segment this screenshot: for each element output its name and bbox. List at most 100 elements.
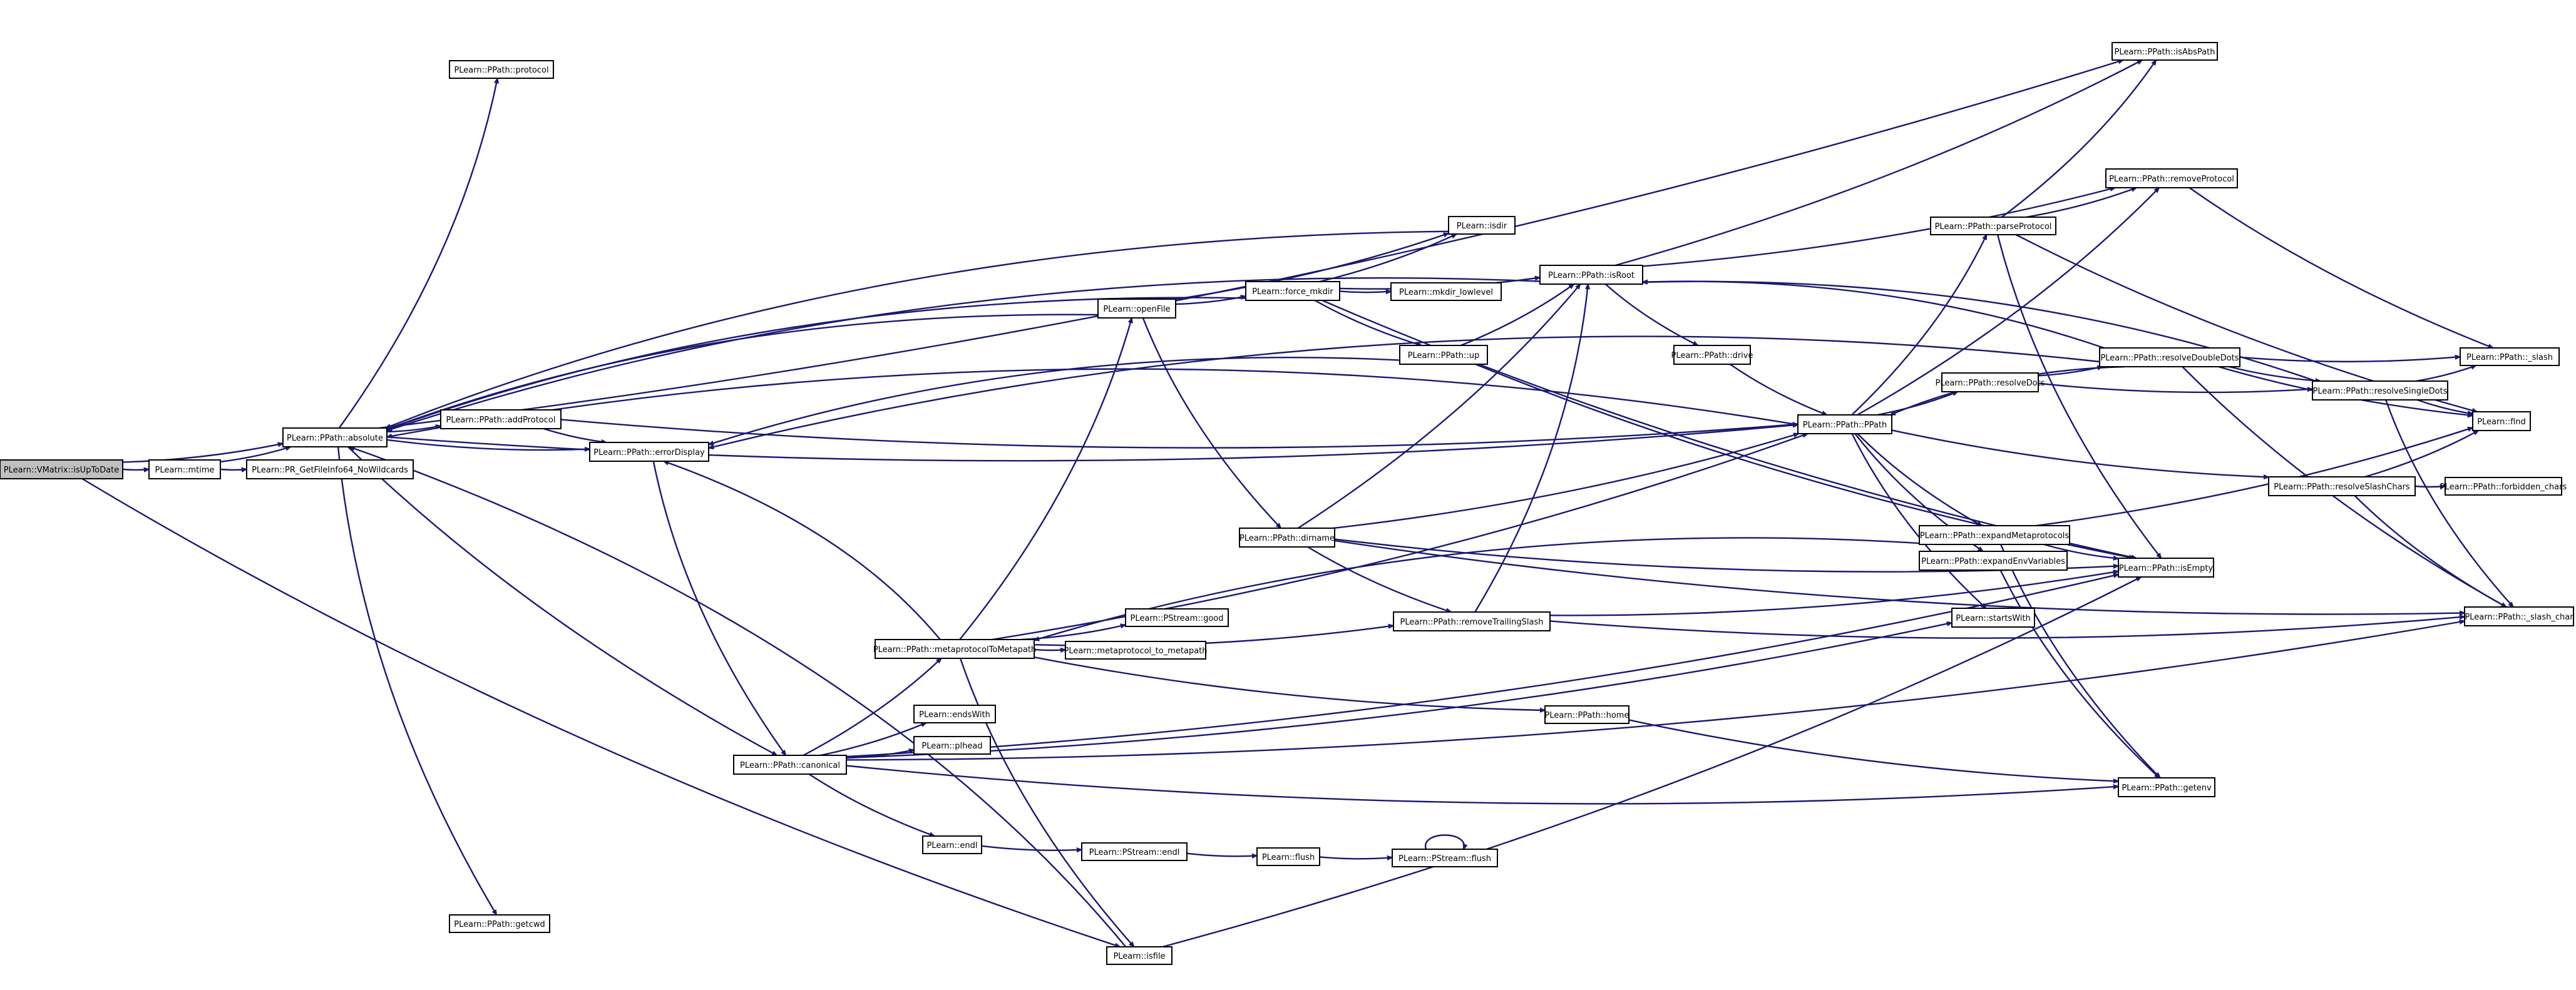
- edge-line: [1339, 291, 1391, 292]
- edge-line: [709, 335, 2100, 449]
- node-plearn-pr-getfileinfo64-nowildcards[interactable]: PLearn::PR_GetFileInfo64_NoWildcards: [246, 459, 414, 479]
- node-plearn-mtime[interactable]: PLearn::mtime: [148, 459, 221, 479]
- node-box: [2464, 606, 2574, 626]
- node-label: PLearn::endsWith: [919, 710, 990, 720]
- edge-line: [1549, 616, 2465, 639]
- edge-plearn-ppath-up-to-plearn-ppath-isroot: [1460, 284, 1574, 347]
- node-plearn-ppath-canonical[interactable]: PLearn::PPath::canonical: [733, 755, 847, 775]
- node-box: [1081, 842, 1188, 861]
- node-label: PLearn::PPath::getcwd: [454, 920, 545, 929]
- node-plearn-ppath-resolvedoubledots[interactable]: PLearn::PPath::resolveDoubleDots: [2099, 347, 2240, 367]
- node-plearn-ppath-protocol[interactable]: PLearn::PPath::protocol: [449, 60, 554, 79]
- node-label: PLearn::PPath::resolveDots: [1935, 379, 2045, 388]
- node-plearn-ppath-slash-char[interactable]: PLearn::PPath::_slash_char: [2464, 606, 2574, 626]
- node-label: PLearn::isdir: [1457, 222, 1507, 231]
- node-plearn-ppath-home[interactable]: PLearn::PPath::home: [1544, 705, 1629, 724]
- node-plearn-ppath-resolveslashchars[interactable]: PLearn::PPath::resolveSlashChars: [2268, 476, 2416, 496]
- node-plearn-ppath-slash[interactable]: PLearn::PPath::_slash: [2460, 347, 2560, 366]
- edge-line: [1549, 571, 2118, 616]
- node-box: [1941, 372, 2039, 392]
- node-label: PLearn::find: [2477, 417, 2526, 427]
- node-plearn-flush[interactable]: PLearn::flush: [1256, 847, 1320, 866]
- edge-line: [1319, 857, 1392, 859]
- node-plearn-ppath-removetrailingslash[interactable]: PLearn::PPath::removeTrailingSlash: [1393, 611, 1551, 631]
- node-plearn-ppath-expandenvvariables[interactable]: PLearn::PPath::expandEnvVariables: [1919, 551, 2068, 571]
- node-plearn-find[interactable]: PLearn::find: [2472, 411, 2531, 431]
- node-plearn-vmatrix-isuptodate[interactable]: PLearn::VMatrix::isUpToDate: [0, 459, 123, 479]
- node-label: PLearn::PPath::resolveSlashChars: [2274, 482, 2410, 492]
- edge-plearn-isfile-to-plearn-ppath-absolute: [349, 447, 1127, 947]
- node-plearn-ppath-forbidden-chars[interactable]: PLearn::PPath::forbidden_chars: [2440, 477, 2567, 496]
- node-plearn-ppath-expandmetaprotocols[interactable]: PLearn::PPath::expandMetaprotocols: [1919, 525, 2070, 545]
- edge-plearn-force-mkdir-to-plearn-ppath-up: [1314, 299, 1421, 345]
- node-plearn-ppath-getenv[interactable]: PLearn::PPath::getenv: [2118, 777, 2215, 797]
- node-plearn-mkdir-lowlevel[interactable]: PLearn::mkdir_lowlevel: [1390, 282, 1502, 301]
- edge-plearn-ppath-canonical-to-plearn-ppath-getenv: [846, 765, 2118, 805]
- edge-line: [387, 368, 1799, 437]
- node-plearn-ppath-isempty[interactable]: PLearn::PPath::isEmpty: [2118, 558, 2214, 578]
- node-plearn-endswith[interactable]: PLearn::endsWith: [913, 705, 996, 723]
- edge-line: [387, 277, 1541, 431]
- edge-line: [2001, 60, 2157, 218]
- node-plearn-ppath-up[interactable]: PLearn::PPath::up: [1399, 345, 1488, 365]
- node-plearn-pstream-endl[interactable]: PLearn::PStream::endl: [1081, 842, 1188, 861]
- node-plearn-ppath-absolute[interactable]: PLearn::PPath::absolute: [282, 427, 387, 447]
- node-box: [1797, 414, 1892, 434]
- node-box: [589, 442, 709, 462]
- node-box: [0, 459, 123, 479]
- node-plearn-ppath-resolvesingledots[interactable]: PLearn::PPath::resolveSingleDots: [2312, 380, 2448, 401]
- node-plearn-force-mkdir[interactable]: PLearn::force_mkdir: [1245, 281, 1340, 301]
- node-plearn-ppath-errordisplay[interactable]: PLearn::PPath::errorDisplay: [589, 442, 709, 462]
- node-plearn-ppath-removeprotocol[interactable]: PLearn::PPath::removeProtocol: [2105, 168, 2238, 188]
- edge-line: [2239, 357, 2460, 363]
- node-box: [1097, 299, 1176, 319]
- edge-plearn-ppath-metaprotocoltometapath-to-plearn-ppath-home: [1034, 656, 1545, 710]
- node-plearn-ppath-drive[interactable]: PLearn::PPath::drive: [1671, 345, 1753, 365]
- node-plearn-ppath-metaprotocoltometapath[interactable]: PLearn::PPath::metaprotocolToMetapath: [873, 639, 1036, 659]
- node-plearn-ppath-getcwd[interactable]: PLearn::PPath::getcwd: [449, 914, 550, 933]
- edge-line: [1615, 59, 2143, 267]
- edge-line: [1334, 539, 2465, 615]
- node-plearn-pstream-good[interactable]: PLearn::PStream::good: [1125, 608, 1229, 627]
- edge-plearn-mtime-to-plearn-ppath-absolute: [220, 447, 290, 463]
- edge-line: [122, 469, 149, 470]
- node-plearn-isfile[interactable]: PLearn::isfile: [1106, 946, 1173, 965]
- node-box: [1256, 847, 1320, 866]
- node-box: [913, 705, 996, 723]
- edge-line: [2364, 429, 2478, 478]
- edge-line: [820, 722, 926, 757]
- node-plearn-startswith[interactable]: PLearn::startsWith: [1951, 608, 2035, 628]
- edge-line: [652, 461, 786, 755]
- edge-line: [1175, 233, 1449, 300]
- edge-line: [1034, 656, 1545, 710]
- edge-plearn-isfile-to-plearn-ppath-isempty: [1162, 576, 2141, 948]
- node-plearn-ppath-dirname[interactable]: PLearn::PPath::dirname: [1239, 528, 1335, 548]
- node-plearn-endl[interactable]: PLearn::endl: [922, 835, 982, 854]
- edge-plearn-ppath-ppath-to-plearn-ppath-expandmetaprotocols: [1857, 433, 1981, 527]
- node-label: PLearn::VMatrix::isUpToDate: [4, 466, 119, 475]
- node-plearn-ppath-ppath[interactable]: PLearn::PPath::PPath: [1797, 414, 1892, 434]
- edge-line: [846, 765, 2118, 805]
- node-box: [2472, 411, 2531, 431]
- edge-plearn-ppath-expandmetaprotocols-to-plearn-ppath-getenv: [2000, 544, 2160, 778]
- node-plearn-plhead[interactable]: PLearn::plhead: [913, 736, 991, 755]
- edge-plearn-ppath-resolvedoubledots-to-plearn-ppath-slash: [2239, 357, 2460, 363]
- node-plearn-ppath-isroot[interactable]: PLearn::PPath::isRoot: [1539, 265, 1643, 285]
- edge-line: [2036, 427, 2473, 527]
- node-plearn-openfile[interactable]: PLearn::openFile: [1097, 299, 1176, 319]
- node-box: [2099, 347, 2240, 367]
- node-label: PLearn::PPath::parseProtocol: [1935, 222, 2052, 232]
- node-plearn-ppath-resolvedots[interactable]: PLearn::PPath::resolveDots: [1935, 372, 2045, 392]
- node-label: PLearn::PPath::home: [1545, 711, 1629, 720]
- edge-plearn-vmatrix-isuptodate-to-plearn-mtime: [122, 469, 149, 470]
- node-plearn-metaprotocol-to-metapath[interactable]: PLearn::metaprotocol_to_metapath: [1064, 641, 1208, 660]
- node-label: PLearn::plhead: [921, 742, 982, 751]
- node-plearn-ppath-addprotocol[interactable]: PLearn::PPath::addProtocol: [440, 409, 562, 429]
- node-plearn-ppath-parseprotocol[interactable]: PLearn::PPath::parseProtocol: [1930, 217, 2056, 235]
- node-plearn-pstream-flush[interactable]: PLearn::PStream::flush: [1392, 849, 1498, 867]
- node-plearn-isdir[interactable]: PLearn::isdir: [1448, 216, 1516, 235]
- edge-plearn-ppath-absolute-to-plearn-ppath-errordisplay: [386, 439, 590, 450]
- node-plearn-ppath-isabspath[interactable]: PLearn::PPath::isAbsPath: [2112, 42, 2218, 61]
- node-box: [282, 427, 387, 447]
